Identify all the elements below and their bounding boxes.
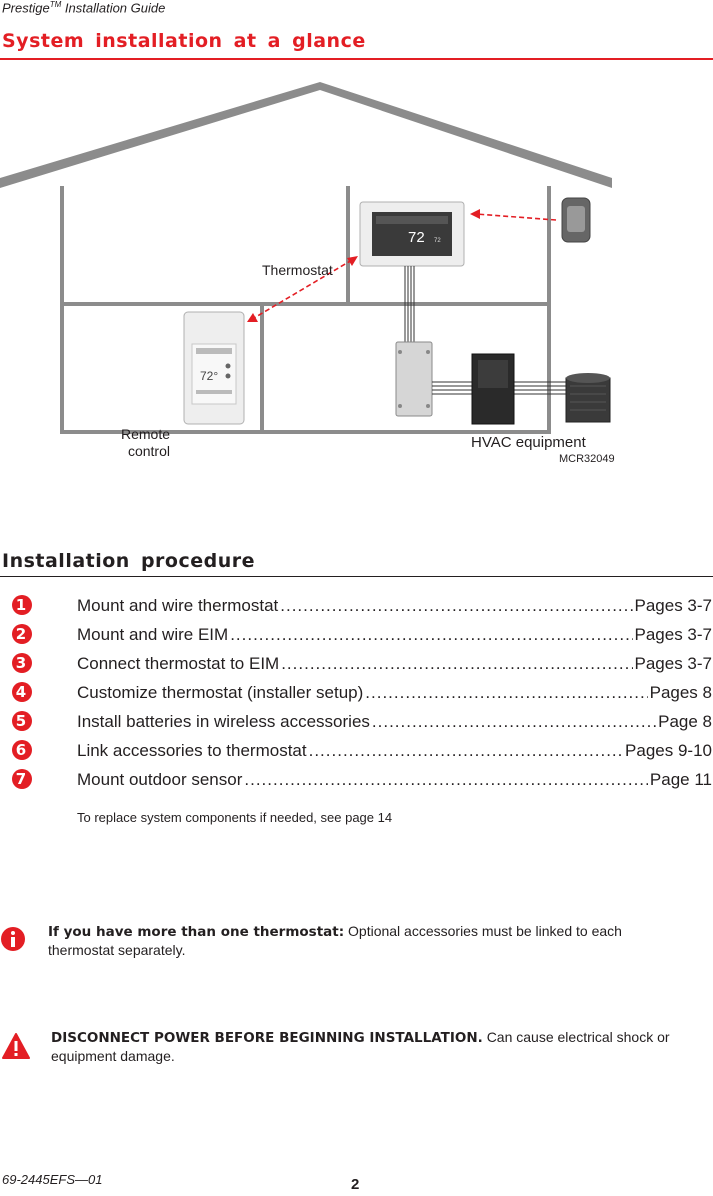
- info-note-lead: If you have more than one thermostat:: [48, 924, 345, 940]
- dot-leader: [281, 652, 632, 676]
- step-number-badge: 4: [12, 682, 32, 702]
- step-pages: Pages 3-7: [634, 596, 713, 615]
- dot-leader: [309, 739, 623, 763]
- thermostat-device: 72 72: [359, 201, 465, 267]
- step-number-badge: 5: [12, 711, 32, 731]
- procedure-step: 3 Connect thermostat to EIM Pages 3-7: [0, 652, 713, 676]
- step-number-badge: 2: [12, 624, 32, 644]
- procedure-step: 4 Customize thermostat (installer setup)…: [0, 681, 713, 705]
- dot-leader: [365, 681, 647, 705]
- step-pages: Pages 9-10: [625, 741, 712, 760]
- warning-icon: [2, 1033, 30, 1059]
- thermostat-temp-readout: 72: [408, 229, 425, 246]
- step-pages: Pages 8: [649, 683, 712, 702]
- step-text: Connect thermostat to EIM: [77, 654, 280, 673]
- step-pages: Page 11: [649, 770, 712, 789]
- arrowhead-thermostat: [470, 209, 480, 219]
- house-walls: [60, 186, 551, 434]
- step-text: Mount outdoor sensor: [77, 770, 243, 789]
- section-divider: [0, 58, 713, 60]
- warning-note-lead: DISCONNECT POWER BEFORE BEGINNING INSTAL…: [51, 1030, 483, 1046]
- hvac-wiring: [432, 381, 566, 395]
- hvac-equipment-label: HVAC equipment: [471, 434, 586, 451]
- section-title-overview: System installation at a glance: [2, 30, 366, 52]
- furnace-device: [471, 353, 515, 425]
- wireless-link-arrows: [253, 213, 557, 319]
- eim-module-device: [395, 341, 433, 417]
- procedure-step: 5 Install batteries in wireless accessor…: [0, 710, 713, 734]
- step-pages: Pages 3-7: [634, 625, 713, 644]
- step-text: Mount and wire EIM: [77, 625, 229, 644]
- svg-text:72: 72: [434, 238, 441, 244]
- header-guide: Installation Guide: [64, 0, 166, 16]
- thermostat-wiring: [404, 266, 415, 342]
- remote-label-line1: Remote: [120, 426, 170, 442]
- step-pages: Pages 3-7: [634, 654, 713, 673]
- document-number: 69-2445EFS—01: [2, 1172, 103, 1187]
- dot-leader: [230, 623, 632, 647]
- procedure-step: 1 Mount and wire thermostat Pages 3-7: [0, 594, 713, 618]
- arrowhead-remote-top: [347, 256, 358, 266]
- section-title-procedure: Installation procedure: [2, 550, 256, 572]
- step-number-badge: 3: [12, 653, 32, 673]
- system-diagram: 72 72 72°: [0, 60, 713, 480]
- dot-leader: [280, 594, 632, 618]
- step-text: Customize thermostat (installer setup): [77, 683, 364, 702]
- procedure-step: 2 Mount and wire EIM Pages 3-7: [0, 623, 713, 647]
- replace-components-note: To replace system components if needed, …: [77, 810, 393, 825]
- running-header: PrestigeTM Installation Guide: [2, 0, 165, 15]
- remote-control-device: 72°: [183, 311, 245, 425]
- dot-leader: [372, 710, 656, 734]
- step-text: Mount and wire thermostat: [77, 596, 279, 615]
- house-roof: [0, 82, 612, 188]
- dot-leader: [244, 768, 648, 792]
- info-note: If you have more than one thermostat: Op…: [48, 922, 688, 959]
- info-note-text: Optional accessories must be linked to e…: [48, 923, 622, 958]
- thermostat-label: Thermostat: [262, 262, 333, 278]
- header-product: Prestige: [2, 0, 50, 16]
- house-illustration: 72 72 72°: [0, 82, 612, 434]
- figure-id-label: MCR32049: [559, 453, 615, 465]
- procedure-step: 6 Link accessories to thermostat Pages 9…: [0, 739, 713, 763]
- arrowhead-remote-bottom: [247, 313, 258, 322]
- step-number-badge: 1: [12, 595, 32, 615]
- step-number-badge: 6: [12, 740, 32, 760]
- warning-note: DISCONNECT POWER BEFORE BEGINNING INSTAL…: [51, 1028, 691, 1065]
- remote-control-label: Remote control: [100, 426, 170, 460]
- trademark-mark: TM: [49, 0, 62, 9]
- step-number-badge: 7: [12, 769, 32, 789]
- warning-note-text: Can cause electrical shock or equipment …: [51, 1029, 670, 1064]
- section-divider-black: [0, 576, 713, 577]
- remote-label-line2: control: [127, 443, 170, 459]
- outdoor-condenser-device: [565, 373, 611, 423]
- wireless-accessory-device: [561, 197, 591, 243]
- step-pages: Page 8: [658, 712, 712, 731]
- step-text: Install batteries in wireless accessorie…: [77, 712, 370, 731]
- page-number: 2: [351, 1176, 360, 1193]
- info-icon: [0, 926, 26, 952]
- remote-temp-readout: 72°: [200, 369, 218, 383]
- procedure-step: 7 Mount outdoor sensor Page 11: [0, 768, 713, 792]
- step-text: Link accessories to thermostat: [77, 741, 307, 760]
